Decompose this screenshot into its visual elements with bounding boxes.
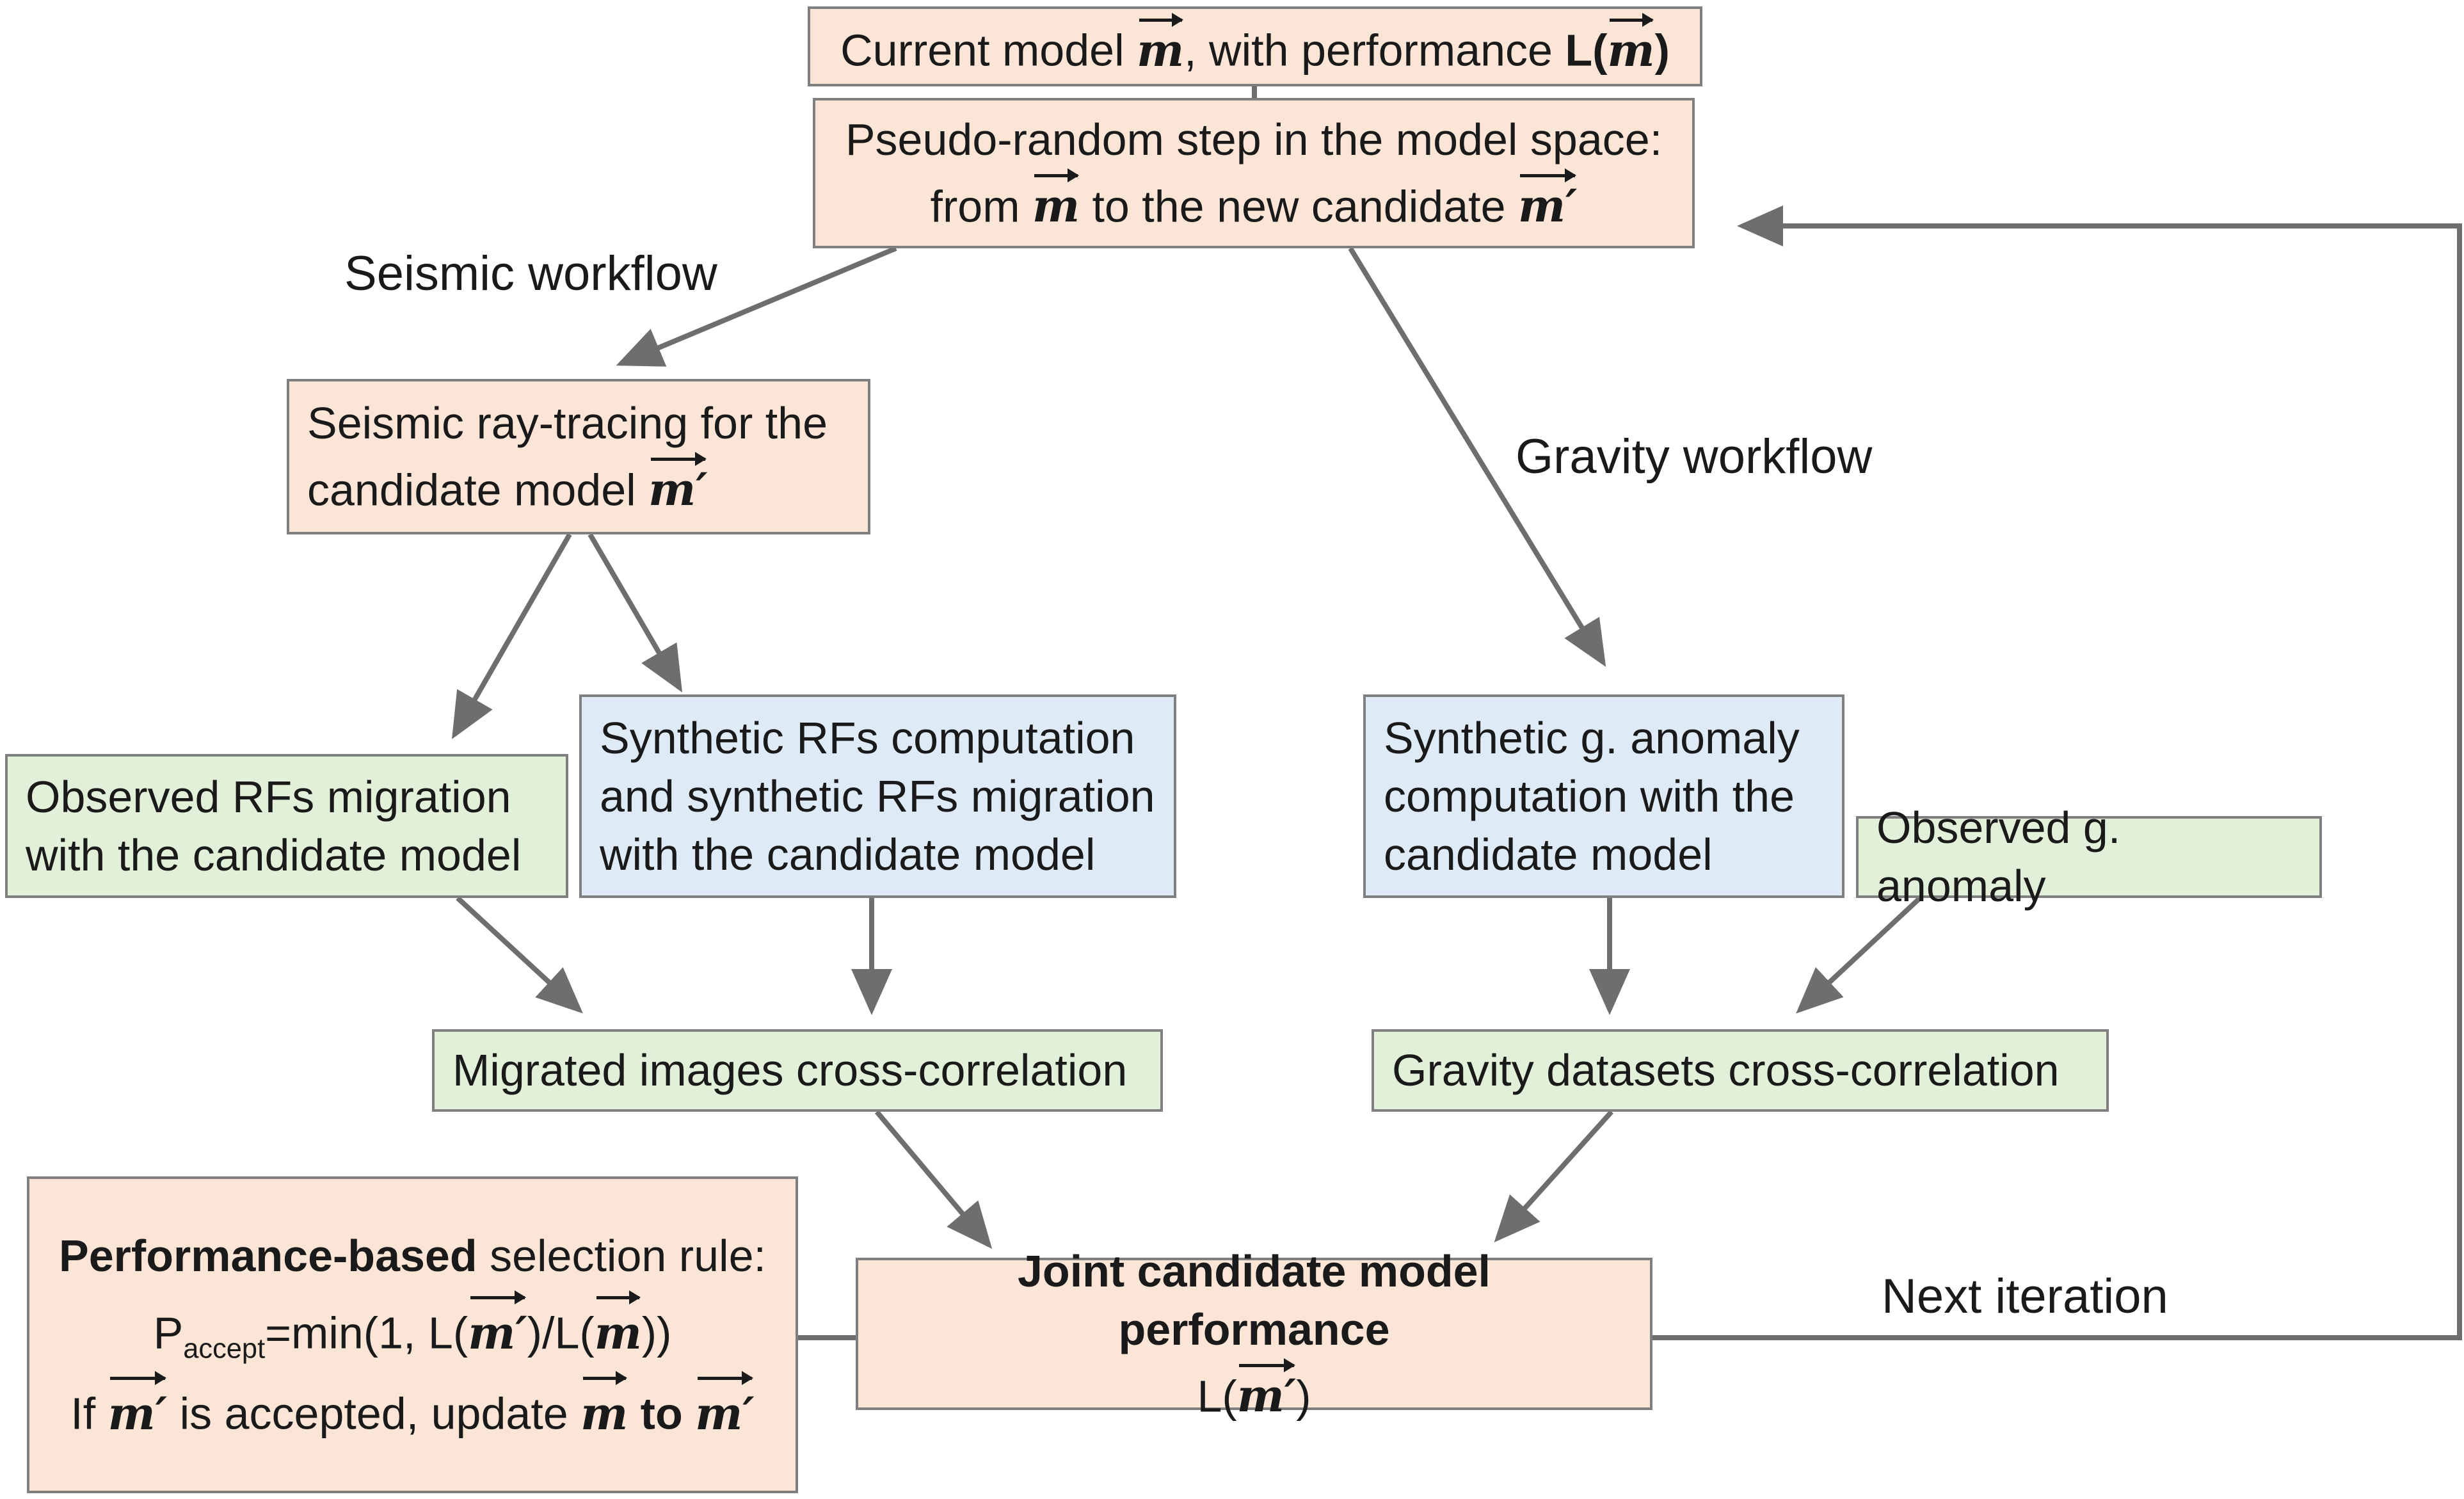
joint-performance-line2: L(m′)	[1197, 1358, 1311, 1426]
seismic-workflow-label: Seismic workflow	[344, 246, 717, 301]
observed-rfs-migration-line2: with the candidate model	[26, 830, 522, 880]
arrow-raytrace-to-observed-rfs	[452, 533, 572, 739]
observed-g-anomaly-text: Observed g. anomaly	[1876, 803, 2121, 911]
arrow-raytrace-to-synthetic-rfs	[588, 533, 683, 693]
observed-g-anomaly-box: Observed g. anomaly	[1856, 803, 2322, 911]
seismic-ray-tracing-line2: candidate model m′	[307, 452, 850, 520]
m-prime-vector-symbol: m′	[1518, 168, 1578, 236]
arrow-observed-rfs-to-migrated-cc	[456, 896, 583, 1014]
next-iteration-label: Next iteration	[1882, 1269, 2168, 1324]
synthetic-rfs-line2: and synthetic RFs migration	[600, 771, 1155, 821]
m-vector-symbol: m	[1032, 168, 1080, 236]
m-vector-symbol: m	[595, 1290, 642, 1368]
observed-rfs-migration-box: Observed RFs migration with the candidat…	[5, 754, 568, 898]
m-prime-vector-symbol: m′	[648, 452, 708, 519]
synthetic-rfs-line1: Synthetic RFs computation	[600, 712, 1135, 763]
seismic-ray-tracing-box: Seismic ray-tracing for the candidate mo…	[287, 379, 870, 534]
arrow-gravity-cc-to-joint	[1494, 1110, 1613, 1242]
gravity-datasets-cc-box: Gravity datasets cross-correlation	[1372, 1029, 2109, 1112]
migrated-images-cc-box: Migrated images cross-correlation	[432, 1029, 1163, 1112]
gravity-datasets-cc-text: Gravity datasets cross-correlation	[1392, 1045, 2060, 1095]
pseudo-random-step-line2: from m to the new candidate m′	[931, 168, 1578, 236]
migrated-images-cc-text: Migrated images cross-correlation	[452, 1045, 1128, 1095]
current-model-text: Current model m, with performance L(m)	[840, 12, 1670, 80]
synthetic-g-anomaly-line2: computation with the	[1384, 771, 1795, 821]
current-model-box: Current model m, with performance L(m)	[808, 6, 1702, 86]
observed-rfs-migration-line1: Observed RFs migration	[26, 771, 511, 822]
synthetic-rfs-line3: with the candidate model	[600, 829, 1096, 879]
joint-performance-box: Joint candidate model performance L(m′)	[856, 1246, 1652, 1422]
pseudo-random-step-box: Pseudo-random step in the model space: f…	[813, 98, 1695, 248]
update-rule: If m′ is accepted, update m to m′	[70, 1370, 755, 1448]
arrow-step-to-seismic	[616, 246, 897, 367]
m-prime-vector-symbol: m′	[1237, 1358, 1296, 1425]
synthetic-g-anomaly-line3: candidate model	[1384, 829, 1713, 879]
arrow-migrated-cc-to-joint	[874, 1110, 993, 1249]
synthetic-g-anomaly-box: Synthetic g. anomaly computation with th…	[1363, 694, 1844, 898]
m-prime-vector-symbol: m′	[695, 1370, 755, 1448]
pseudo-random-step-line1: Pseudo-random step in the model space:	[845, 114, 1663, 164]
seismic-ray-tracing-line1: Seismic ray-tracing for the	[307, 397, 828, 448]
selection-rule-title: Performance-based selection rule:	[59, 1230, 766, 1281]
selection-rule-box: Performance-based selection rule: Paccep…	[27, 1176, 798, 1493]
m-prime-vector-symbol: m′	[108, 1370, 167, 1448]
arrow-step-to-gravity	[1348, 246, 1606, 667]
m-vector-symbol: m	[1137, 12, 1184, 79]
m-vector-symbol: m	[580, 1370, 628, 1448]
joint-performance-line1: Joint candidate model performance	[1018, 1246, 1491, 1354]
synthetic-g-anomaly-line1: Synthetic g. anomaly	[1384, 712, 1800, 763]
m-prime-vector-symbol: m′	[468, 1290, 527, 1368]
arrow-observed-g-to-gravity-cc	[1796, 896, 1922, 1014]
gravity-workflow-label: Gravity workflow	[1516, 429, 1873, 484]
m-vector-symbol: m	[1607, 12, 1655, 79]
arrow-next-iteration-loop	[1652, 205, 2462, 1340]
acceptance-formula: Paccept=min(1, L(m′)/L(m))	[154, 1290, 671, 1371]
synthetic-rfs-box: Synthetic RFs computation and synthetic …	[579, 694, 1176, 898]
